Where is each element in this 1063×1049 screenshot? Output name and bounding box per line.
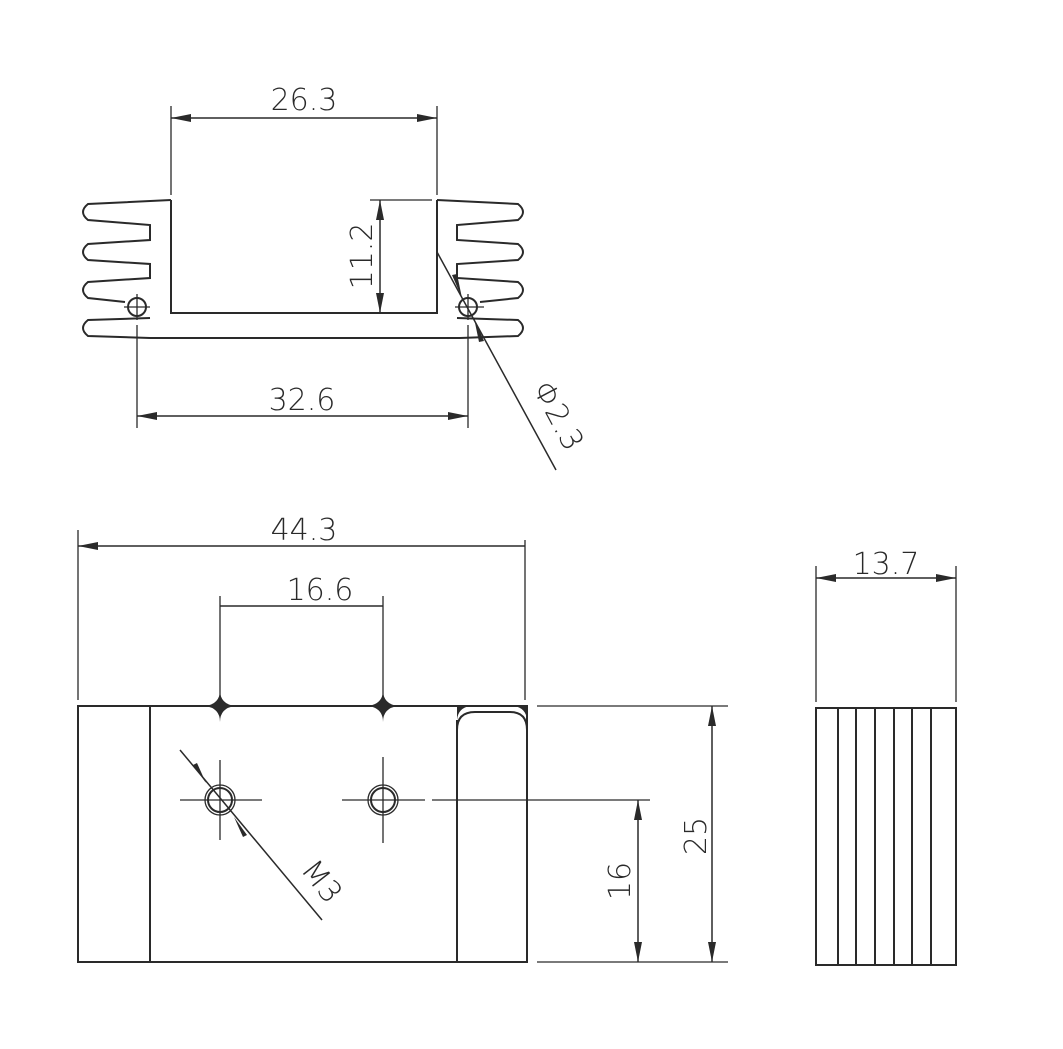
dimension-hole-spacing-front: 16.6 [220,573,383,608]
dim-label-m3: M3 [294,853,349,910]
dimension-inner-width: 26.3 [170,83,438,195]
dimension-thread: M3 [179,749,349,921]
dimension-hole-spacing-top: 32.6 [136,325,469,428]
top-view: 26.3 11.2 32.6 Φ2.3 [82,83,590,471]
left-fins [82,199,172,339]
dim-label-11-2: 11.2 [345,223,380,290]
mounting-hole-right [455,294,484,320]
dim-label-25: 25 [679,817,714,855]
dimension-side-width: 13.7 [816,547,956,582]
dimension-hole-diameter: Φ2.3 [436,251,590,471]
dim-label-13-7: 13.7 [853,547,920,582]
dim-label-16: 16 [603,862,638,900]
dim-label-phi-2-3: Φ2.3 [525,375,590,456]
dim-label-32-6: 32.6 [269,383,336,418]
dimension-overall-height: 25 [679,706,716,962]
dimension-hole-height: 16 [603,800,642,962]
side-view: 13.7 [815,547,957,966]
dim-label-16-6: 16.6 [287,573,354,608]
mounting-hole-left [124,294,150,320]
dim-label-44-3: 44.3 [271,513,338,548]
front-view: 44.3 16.6 16 25 M3 [77,513,728,963]
dim-label-26-3: 26.3 [271,83,338,118]
dimension-channel-depth: 11.2 [345,199,432,313]
right-fins [436,199,524,339]
threaded-hole-right [342,757,425,843]
dimension-overall-length: 44.3 [78,513,525,550]
